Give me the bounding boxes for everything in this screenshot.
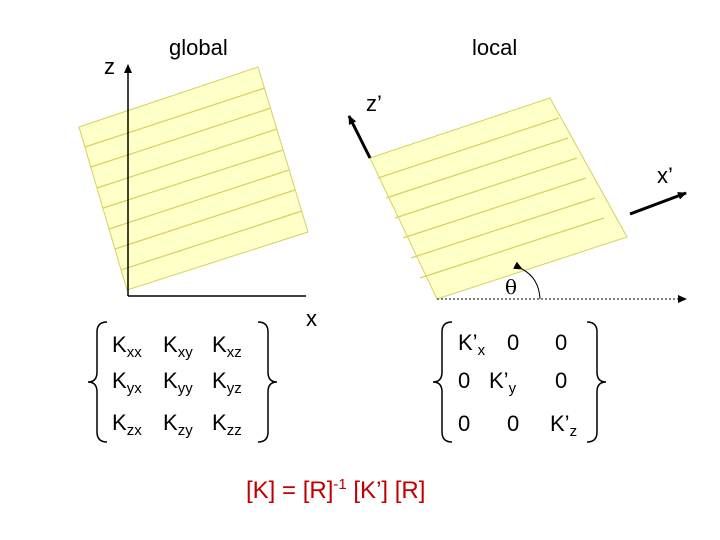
x-prime-axis-label: x’ <box>657 163 673 188</box>
matrix-cell: Kyz <box>212 368 242 397</box>
matrix-cell: 0 <box>555 330 568 355</box>
local-matrix-left-brace <box>432 321 453 443</box>
x-axis-label: x <box>306 306 317 331</box>
matrix-cell: Kxz <box>212 332 242 361</box>
matrix-cell: K’y <box>489 368 517 397</box>
theta-label: θ <box>505 275 518 299</box>
matrix-cell: Kyx <box>112 368 142 397</box>
matrix-cell: Kzy <box>163 410 193 439</box>
theta-angle-arc <box>513 261 541 300</box>
matrix-cell: 0 <box>555 368 568 393</box>
matrix-cell: Kyy <box>163 368 193 397</box>
local-layered-panel <box>369 97 628 300</box>
matrix-cell: 0 <box>507 411 520 436</box>
local-z-prime-axis <box>347 115 372 159</box>
matrix-cell: 0 <box>458 411 471 436</box>
matrix-cell: K’x <box>458 330 486 359</box>
local-label: local <box>472 35 518 60</box>
matrix-cell: 0 <box>507 330 520 355</box>
matrix-cell: Kzz <box>212 410 242 439</box>
matrix-cell: Kxy <box>163 332 193 361</box>
transformation-formula: [K] = [R]-1 [K’] [R] <box>246 476 426 504</box>
local-matrix-right-brace <box>586 321 607 443</box>
global-matrix-right-brace <box>257 321 278 443</box>
global-label: global <box>169 35 228 60</box>
z-axis-label: z <box>104 54 115 79</box>
matrix-cell: K’z <box>550 411 578 440</box>
matrix-cell: Kxx <box>112 332 142 361</box>
matrix-cell: 0 <box>458 368 471 393</box>
z-prime-axis-label: z’ <box>366 91 382 116</box>
global-layered-panel <box>78 66 309 291</box>
matrix-cell: Kzx <box>112 410 142 439</box>
local-x-prime-axis <box>629 191 687 216</box>
global-matrix-left-brace <box>87 321 108 443</box>
